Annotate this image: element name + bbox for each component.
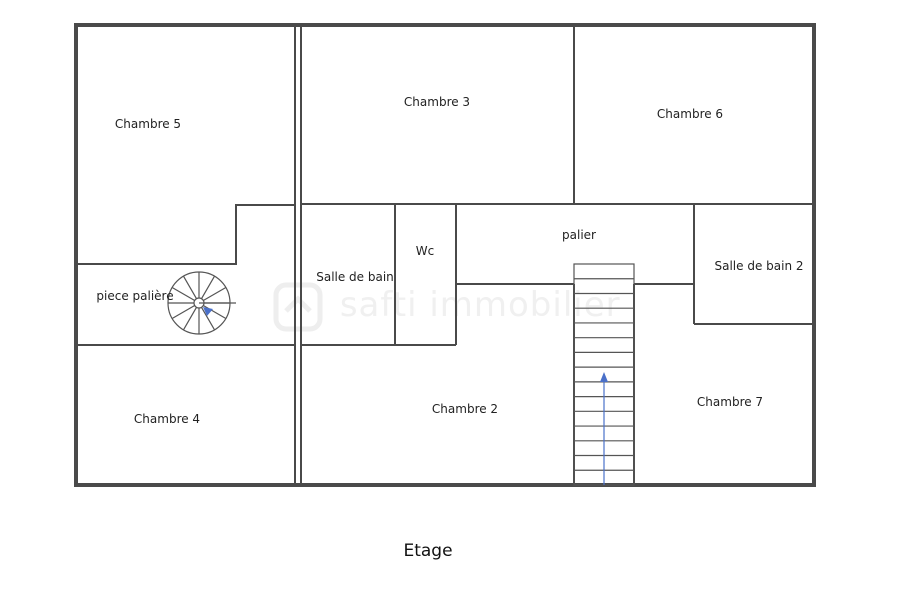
room-label-chambre7: Chambre 7 bbox=[696, 395, 764, 409]
spiral-tread bbox=[203, 286, 227, 302]
floor-caption: Etage bbox=[403, 541, 453, 561]
outer-wall bbox=[74, 23, 816, 487]
room-label-piece-paliere: piece palière bbox=[96, 289, 174, 303]
room-label-chambre3: Chambre 3 bbox=[403, 95, 471, 109]
spiral-tread bbox=[203, 304, 227, 320]
chambre5-wall bbox=[76, 204, 295, 265]
room-label-palier: palier bbox=[562, 228, 596, 242]
room-label-chambre2: Chambre 2 bbox=[431, 402, 499, 416]
room-label-salle-de-bain: Salle de bain bbox=[316, 270, 394, 284]
spiral-tread bbox=[182, 275, 198, 299]
room-label-chambre5: Chambre 5 bbox=[114, 117, 182, 131]
spiral-direction-arrow-icon bbox=[203, 307, 213, 316]
room-label-chambre4: Chambre 4 bbox=[133, 412, 201, 426]
spiral-tread bbox=[171, 286, 195, 302]
room-label-wc: Wc bbox=[415, 244, 435, 258]
watermark-logo: safti immobilier bbox=[268, 275, 621, 335]
stair-direction-arrow-icon bbox=[600, 372, 608, 382]
spiral-staircase bbox=[167, 271, 236, 335]
spiral-tread bbox=[200, 275, 216, 299]
spiral-tread bbox=[182, 307, 198, 331]
spiral-tread bbox=[200, 307, 216, 331]
room-label-salle-de-bain-2: Salle de bain 2 bbox=[714, 259, 804, 273]
room-label-chambre6: Chambre 6 bbox=[656, 107, 724, 121]
spiral-tread bbox=[171, 304, 195, 320]
straight-staircase bbox=[573, 263, 635, 486]
